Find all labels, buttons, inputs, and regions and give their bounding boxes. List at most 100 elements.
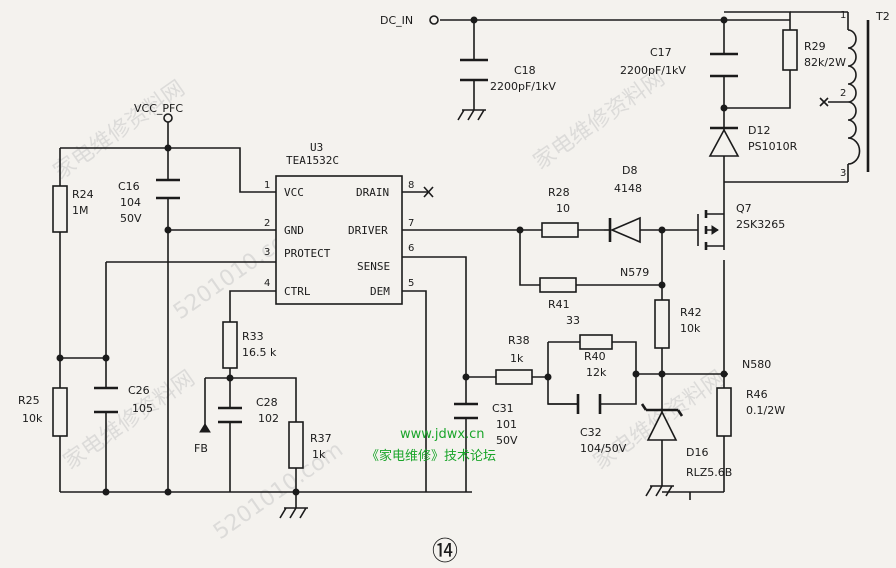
ground-main	[279, 507, 308, 519]
transformer-t2	[819, 12, 870, 182]
r38-ref: R38	[508, 334, 530, 347]
resistor-r37	[288, 421, 304, 469]
r40-value: 12k	[586, 366, 607, 379]
ground-d16	[645, 485, 674, 497]
r25-ref: R25	[18, 394, 40, 407]
resistor-r29	[782, 29, 798, 71]
junction-dots	[56, 16, 728, 496]
r41-ref: R41	[548, 298, 570, 311]
c32-value: 104/50V	[580, 442, 627, 455]
pin-num-8: 8	[408, 180, 414, 191]
r42-ref: R42	[680, 306, 702, 319]
pin-vcc: VCC	[284, 186, 304, 199]
pin-ctrl: CTRL	[284, 285, 311, 298]
pin-num-1: 1	[264, 180, 270, 191]
r25-value: 10k	[22, 412, 43, 425]
resistor-r24	[52, 185, 68, 233]
component-labels: DC_IN VCC_PFC FB N579 N580 R24 1M C16 10…	[18, 10, 890, 479]
pin-dem: DEM	[370, 285, 390, 298]
t2-ref: T2	[875, 10, 890, 23]
resistor-r28	[541, 222, 579, 238]
pin-num-3: 3	[264, 247, 270, 258]
r41-value: 33	[566, 314, 580, 327]
c18-value: 2200pF/1kV	[490, 80, 556, 93]
r46-value: 0.1/2W	[746, 404, 785, 417]
resistor-r33	[222, 321, 238, 369]
label-n580: N580	[742, 358, 771, 371]
pin-driver: DRIVER	[348, 224, 388, 237]
label-dc-in: DC_IN	[380, 14, 413, 27]
pin-num-7: 7	[408, 218, 414, 229]
c16-voltage: 50V	[120, 212, 142, 225]
t2-pin2-no-connect	[819, 97, 848, 107]
r33-value: 16.5 k	[242, 346, 277, 359]
r24-ref: R24	[72, 188, 94, 201]
fb-arrow	[199, 423, 211, 433]
c31-voltage: 50V	[496, 434, 518, 447]
resistor-r40	[579, 334, 613, 350]
pin-num-2: 2	[264, 218, 270, 229]
r37-value: 1k	[312, 448, 326, 461]
label-vcc-pfc: VCC_PFC	[134, 102, 183, 115]
r24-value: 1M	[72, 204, 89, 217]
ic-u3: U3 TEA1532C VCC GND PROTECT CTRL DRAIN D…	[264, 141, 434, 305]
r28-ref: R28	[548, 186, 570, 199]
d8-value: 4148	[614, 182, 642, 195]
pin-num-6: 6	[408, 243, 414, 254]
capacitor-c31	[454, 402, 478, 420]
ic-ref: U3	[310, 141, 323, 154]
r42-value: 10k	[680, 322, 701, 335]
r28-value: 10	[556, 202, 570, 215]
c26-value: 105	[132, 402, 153, 415]
wiring	[59, 11, 848, 508]
q7-ref: Q7	[736, 202, 752, 215]
figure-number: ⑭	[432, 537, 458, 567]
capacitor-c17	[710, 52, 738, 78]
r40-ref: R40	[584, 350, 606, 363]
zener-diode-d16	[640, 403, 684, 444]
diode-d8	[604, 216, 641, 244]
c32-ref: C32	[580, 426, 602, 439]
pin-num-5: 5	[408, 278, 414, 289]
ground-c18	[457, 109, 486, 121]
watermark-site-cn-4: 家电维修资料网	[59, 366, 200, 475]
t2-pin-3: 3	[840, 168, 846, 179]
d12-value: PS1010R	[748, 140, 798, 153]
pin-gnd: GND	[284, 224, 304, 237]
d16-value: RLZ5.6B	[686, 466, 732, 479]
background-watermark: 家电维修资料网 家电维修资料网 5201010.com 家电维修资料网 5201…	[49, 66, 730, 545]
resistor-r25	[52, 387, 68, 437]
c28-ref: C28	[256, 396, 278, 409]
d16-ref: D16	[686, 446, 708, 459]
resistor-r42	[654, 299, 670, 349]
resistor-r46	[716, 387, 732, 437]
r33-ref: R33	[242, 330, 264, 343]
label-fb: FB	[194, 442, 208, 455]
mosfet-q7	[697, 210, 724, 250]
capacitor-c32	[548, 394, 602, 414]
watermark-url: www.jdwx.cn	[400, 427, 485, 442]
t2-pin-2: 2	[840, 88, 846, 99]
pin-num-4: 4	[264, 278, 270, 289]
pin-sense: SENSE	[357, 260, 390, 273]
diode-d12	[708, 122, 740, 164]
pin-protect: PROTECT	[284, 247, 331, 260]
c16-value: 104	[120, 196, 141, 209]
c28-value: 102	[258, 412, 279, 425]
d12-ref: D12	[748, 124, 770, 137]
ic-part: TEA1532C	[286, 154, 339, 167]
capacitor-c26	[94, 386, 118, 414]
drain-no-connect-mark	[423, 186, 434, 198]
r38-value: 1k	[510, 352, 524, 365]
vcc-pfc-terminal	[163, 113, 173, 123]
r29-ref: R29	[804, 40, 826, 53]
resistor-r41	[539, 277, 577, 293]
capacitor-c18	[460, 58, 488, 82]
capacitor-c16	[156, 178, 180, 200]
d8-ref: D8	[622, 164, 637, 177]
watermark-forum: 《家电维修》技术论坛	[366, 448, 496, 464]
resistor-r38	[495, 369, 533, 385]
c16-ref: C16	[118, 180, 140, 193]
